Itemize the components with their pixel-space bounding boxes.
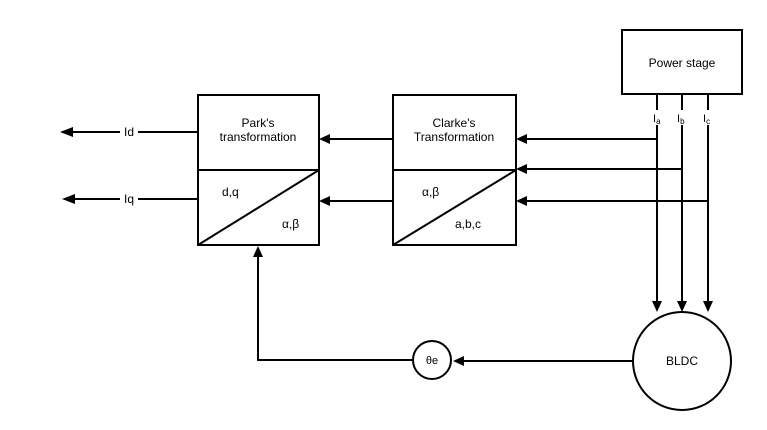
park-title-line2: transformation <box>220 130 297 144</box>
power-stage-block: Power stage <box>621 29 743 95</box>
clarke-input-label: a,b,c <box>455 217 481 231</box>
phase-labels: Ia Ib Ic <box>653 113 710 126</box>
clarke-input-wires <box>516 134 708 206</box>
clarke-title-line1: Clarke's <box>433 116 476 130</box>
angle-to-park-wire <box>257 257 413 361</box>
bldc-motor: BLDC <box>632 311 732 411</box>
clarke-to-park-wires <box>319 134 393 206</box>
park-output-label: d,q <box>222 185 239 199</box>
park-block: Park's transformation d,q α,β <box>197 94 320 246</box>
phase-a-label: Ia <box>653 113 661 126</box>
phase-c-arrowhead <box>703 301 713 312</box>
clarke-title-line2: Transformation <box>414 130 494 144</box>
clarke-block: Clarke's Transformation α,β a,b,c <box>392 94 517 246</box>
angle-node-label: θe <box>426 355 438 367</box>
power-stage-label: Power stage <box>649 56 716 70</box>
phase-b-label: Ib <box>677 113 685 126</box>
alpha-arrowhead <box>319 134 330 144</box>
phase-c-label: Ic <box>703 113 710 126</box>
tap-b-arrowhead <box>516 164 527 174</box>
phase-a-arrowhead <box>652 301 662 312</box>
clarke-diagonal <box>392 169 517 246</box>
power-stage-box <box>621 29 743 95</box>
tap-a-arrowhead <box>516 134 527 144</box>
beta-arrowhead <box>319 196 330 206</box>
park-output-wires: Id Iq <box>60 125 198 206</box>
phase-b-arrowhead <box>677 301 687 312</box>
phase-lines <box>652 94 713 312</box>
bldc-to-angle-arrowhead <box>453 356 464 366</box>
clarke-output-label: α,β <box>422 185 439 199</box>
bldc-label: BLDC <box>666 354 698 368</box>
iq-arrowhead <box>62 194 75 204</box>
park-diagonal <box>197 169 320 246</box>
id-arrowhead <box>60 127 73 137</box>
tap-c-arrowhead <box>516 196 527 206</box>
park-title-line1: Park's <box>242 116 275 130</box>
park-input-label: α,β <box>282 217 299 231</box>
angle-to-park-arrowhead <box>253 246 263 257</box>
id-label: Id <box>124 125 134 139</box>
iq-label: Iq <box>124 192 134 206</box>
angle-feedback: θe <box>253 246 633 380</box>
